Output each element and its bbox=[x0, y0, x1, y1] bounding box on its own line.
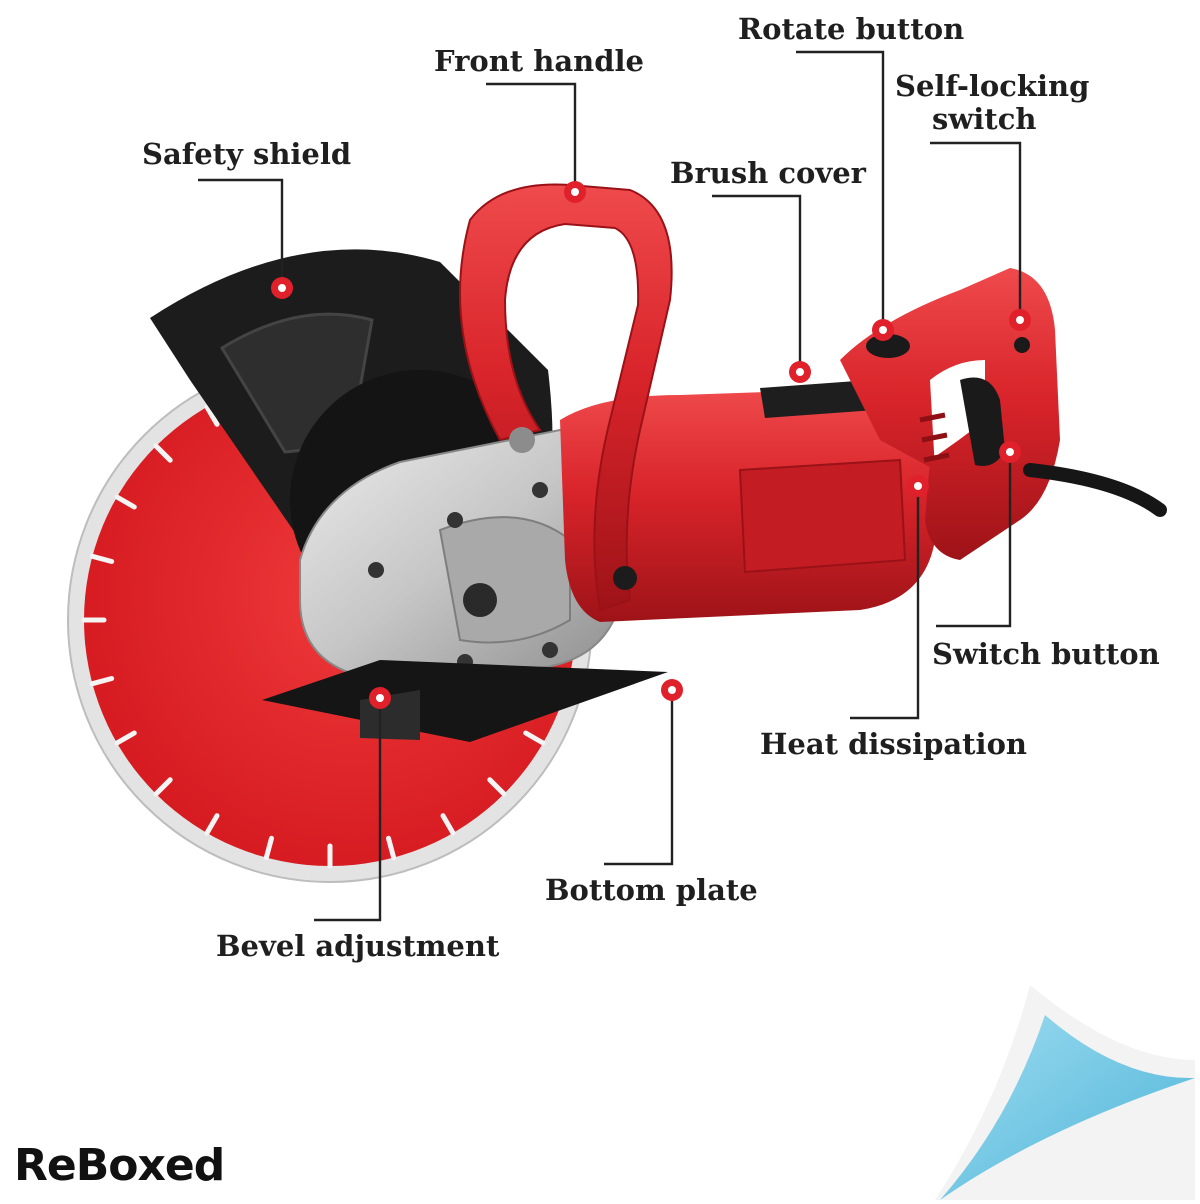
marker-self-locking bbox=[1009, 309, 1031, 331]
label-safety-shield: Safety shield bbox=[142, 137, 352, 171]
label-bottom-plate: Bottom plate bbox=[545, 873, 758, 907]
marker-heat-dissipation bbox=[907, 475, 929, 497]
marker-bevel-adjustment bbox=[369, 687, 391, 709]
marker-safety-shield bbox=[271, 277, 293, 299]
front-handle bbox=[459, 183, 673, 612]
blade-segment-slot bbox=[89, 675, 115, 687]
leader-switch-button bbox=[936, 452, 1012, 628]
blade-segment-slot bbox=[204, 404, 220, 427]
leader-bevel-adjustment bbox=[314, 698, 382, 922]
blade-segment-slot bbox=[440, 813, 456, 836]
marker-brush-cover bbox=[789, 361, 811, 383]
blade-segment-slot bbox=[114, 494, 137, 510]
label-rotate-button: Rotate button bbox=[738, 12, 965, 46]
blade-segment-slot bbox=[114, 730, 137, 746]
blade-segment-slot bbox=[153, 777, 173, 797]
leader-brush-cover bbox=[712, 194, 802, 372]
label-bevel-adjustment: Bevel adjustment bbox=[216, 929, 500, 963]
leader-safety-shield bbox=[198, 178, 284, 288]
blade-segment-slot bbox=[89, 553, 115, 565]
label-switch-button: Switch button bbox=[932, 637, 1160, 671]
blade-segment-slot bbox=[385, 835, 397, 861]
brand-logo: ReBoxed bbox=[14, 1140, 225, 1191]
marker-rotate-button bbox=[872, 319, 894, 341]
blade-segment-slot bbox=[523, 730, 546, 746]
marker-bottom-plate bbox=[661, 679, 683, 701]
leader-heat-dissipation bbox=[850, 486, 920, 720]
gearbox-housing bbox=[299, 428, 619, 678]
label-self-locking-line1: Self-locking bbox=[895, 69, 1090, 103]
label-brush-cover: Brush cover bbox=[670, 156, 866, 190]
leader-lines bbox=[198, 50, 1022, 922]
blade-segment-slot bbox=[153, 443, 173, 463]
leader-bottom-plate bbox=[604, 690, 674, 866]
marker-front-handle bbox=[564, 181, 586, 203]
blade-segment-slot bbox=[487, 777, 507, 797]
label-self-locking-line2: switch bbox=[932, 102, 1037, 136]
leader-front-handle bbox=[486, 82, 577, 192]
page-curl-corner bbox=[935, 985, 1195, 1200]
label-heat-dissipation: Heat dissipation bbox=[760, 727, 1028, 761]
blade-segment-slot bbox=[204, 813, 220, 836]
blade-segment-slot bbox=[263, 835, 275, 861]
marker-switch-button bbox=[999, 441, 1021, 463]
leader-rotate-button bbox=[796, 50, 885, 330]
label-front-handle: Front handle bbox=[434, 44, 644, 78]
callout-markers bbox=[271, 181, 1031, 709]
leader-self-locking bbox=[930, 141, 1022, 320]
motor-body bbox=[560, 268, 1167, 622]
